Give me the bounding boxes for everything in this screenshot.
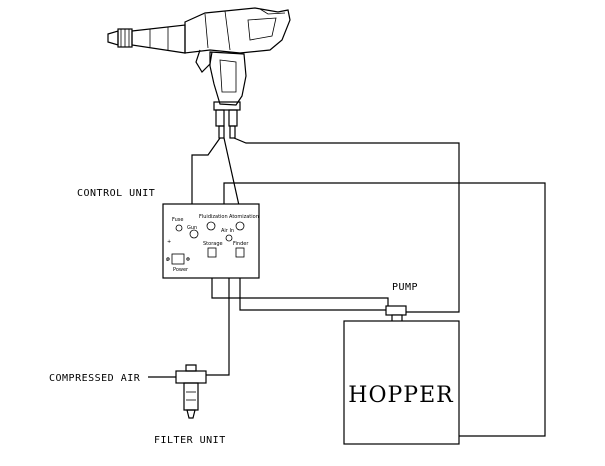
atomization-label: Atomization xyxy=(229,214,259,220)
connection-lines xyxy=(148,137,546,437)
fuse-label: Fuse xyxy=(172,217,183,223)
control-unit-label: CONTROL UNIT xyxy=(77,188,155,199)
hopper: HOPPER xyxy=(343,320,460,445)
air-in-label: Air In xyxy=(221,228,234,234)
control-unit: Fuse Gun Fluidization Atomization Air In… xyxy=(162,203,260,279)
filter-unit xyxy=(175,364,207,419)
storage-label: Storage xyxy=(203,241,223,247)
power-label: Power xyxy=(173,267,189,273)
gun-label: Gun xyxy=(187,225,197,231)
filter-unit-label: FILTER UNIT xyxy=(154,435,226,446)
plus-label: + xyxy=(167,239,171,245)
pump-label: PUMP xyxy=(392,282,418,293)
finder-label: Finder xyxy=(233,241,249,247)
minus-label: - xyxy=(166,258,168,264)
spray-gun xyxy=(107,7,291,139)
compressed-air-label: COMPRESSED AIR xyxy=(49,373,141,384)
fluidization-label: Fluidization xyxy=(199,214,228,220)
hopper-label: HOPPER xyxy=(348,383,454,408)
